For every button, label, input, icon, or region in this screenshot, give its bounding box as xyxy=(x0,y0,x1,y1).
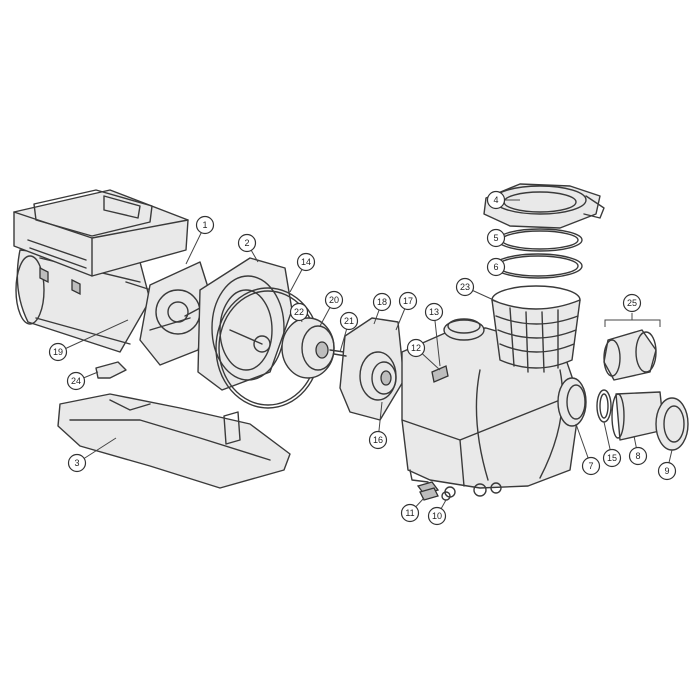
union-fittings xyxy=(596,329,689,451)
callout-2-label: 2 xyxy=(244,238,249,248)
callout-5: 5 xyxy=(486,228,506,248)
callout-18: 18 xyxy=(372,292,392,312)
callout-1: 1 xyxy=(195,215,215,235)
callout-24: 24 xyxy=(66,371,86,391)
callout-23-label: 23 xyxy=(460,282,470,292)
callout-3-label: 3 xyxy=(74,458,79,468)
motor-base xyxy=(57,393,291,489)
callout-6: 6 xyxy=(486,257,506,277)
callout-11: 11 xyxy=(400,503,420,523)
callout-16-label: 16 xyxy=(373,435,383,445)
callout-24-label: 24 xyxy=(71,376,81,386)
callout-6-label: 6 xyxy=(493,262,498,272)
volute-plate xyxy=(339,317,405,421)
callout-17-label: 17 xyxy=(403,296,413,306)
callout-12: 12 xyxy=(406,338,426,358)
callout-20: 20 xyxy=(324,290,344,310)
callout-25-label: 25 xyxy=(627,298,637,308)
callout-14-label: 14 xyxy=(301,257,311,267)
callout-9: 9 xyxy=(657,461,677,481)
drain-plug xyxy=(419,487,439,501)
callout-8-label: 8 xyxy=(635,451,640,461)
callout-18-label: 18 xyxy=(377,297,387,307)
callout-3: 3 xyxy=(67,453,87,473)
callout-7-label: 7 xyxy=(588,461,593,471)
retaining-clip xyxy=(95,361,127,379)
callout-19-label: 19 xyxy=(53,347,63,357)
callout-1-label: 1 xyxy=(202,220,207,230)
impeller xyxy=(281,317,345,379)
callout-2: 2 xyxy=(237,233,257,253)
callout-23: 23 xyxy=(455,277,475,297)
diffuser-housing xyxy=(197,257,293,391)
callout-13-label: 13 xyxy=(429,307,439,317)
callout-21-label: 21 xyxy=(344,316,354,326)
callout-15: 15 xyxy=(602,448,622,468)
callout-13: 13 xyxy=(424,302,444,322)
strainer-basket xyxy=(491,285,581,373)
callout-4-label: 4 xyxy=(493,195,498,205)
strainer-lid xyxy=(483,183,605,229)
callout-12-label: 12 xyxy=(411,343,421,353)
callout-4: 4 xyxy=(486,190,506,210)
callout-15-label: 15 xyxy=(607,453,617,463)
callout-22: 22 xyxy=(289,302,309,322)
motor-assembly xyxy=(13,189,189,353)
callout-16: 16 xyxy=(368,430,388,450)
callout-21: 21 xyxy=(339,311,359,331)
lid-o-ring xyxy=(497,228,583,252)
callout-14: 14 xyxy=(296,252,316,272)
callout-5-label: 5 xyxy=(493,233,498,243)
callout-8: 8 xyxy=(628,446,648,466)
callout-10-label: 10 xyxy=(432,511,442,521)
lid-gasket xyxy=(493,253,583,279)
callout-22-label: 22 xyxy=(294,307,304,317)
callout-10: 10 xyxy=(427,506,447,526)
callout-25: 25 xyxy=(622,293,642,313)
callout-19: 19 xyxy=(48,342,68,362)
callout-17: 17 xyxy=(398,291,418,311)
callout-7: 7 xyxy=(581,456,601,476)
callout-9-label: 9 xyxy=(664,466,669,476)
callout-11-label: 11 xyxy=(405,508,414,518)
diffuser-screw xyxy=(431,365,449,383)
callout-20-label: 20 xyxy=(329,295,339,305)
shaft-key xyxy=(333,353,347,357)
